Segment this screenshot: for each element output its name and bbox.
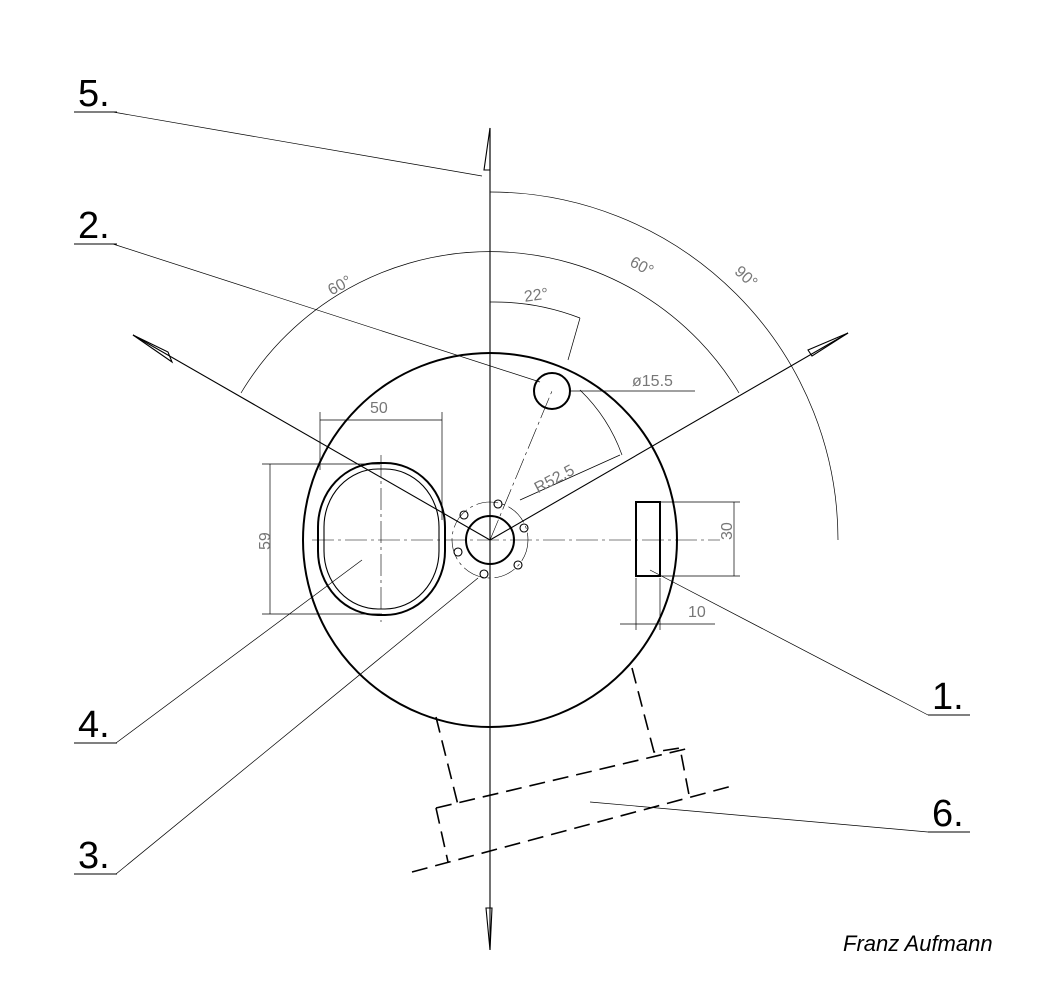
hidden-mount-base-bottom bbox=[411, 785, 733, 873]
left-sector-marker bbox=[132, 334, 174, 364]
leader-4 bbox=[115, 559, 363, 744]
bolt-hole-1 bbox=[459, 510, 469, 520]
hidden-mount-base-top bbox=[435, 747, 691, 809]
dim-height-30: 30 bbox=[719, 522, 736, 540]
leader-3 bbox=[115, 577, 479, 875]
dim-radius: R52.5 bbox=[532, 462, 578, 497]
callout-5: 5. bbox=[78, 73, 110, 115]
right-sector-marker bbox=[807, 332, 849, 357]
bolt-hole-6 bbox=[453, 547, 463, 557]
small-hole bbox=[533, 372, 571, 410]
dim-angle-22: 22° bbox=[523, 286, 549, 306]
dim-width-10: 10 bbox=[688, 604, 706, 621]
hidden-mount-upper-right bbox=[631, 667, 691, 801]
dim-width-50: 50 bbox=[370, 400, 388, 417]
oval-hatch-inner bbox=[323, 468, 440, 610]
dim-height-59: 59 bbox=[257, 532, 274, 550]
hidden-mount-upper bbox=[435, 716, 459, 806]
right-sector-line bbox=[489, 332, 849, 541]
arc-22 bbox=[489, 301, 581, 319]
bottom-arrow-marker bbox=[485, 907, 493, 951]
arc-90 bbox=[489, 191, 839, 541]
dim-angle-right-60: 60° bbox=[627, 254, 656, 280]
leader-2 bbox=[112, 243, 541, 383]
central-hub bbox=[465, 515, 515, 565]
radial-centerline bbox=[489, 390, 553, 541]
arc-22-extension bbox=[567, 317, 581, 361]
sector-arc-60 bbox=[240, 251, 740, 394]
callout-3: 3. bbox=[78, 835, 110, 877]
bolt-circle bbox=[451, 501, 529, 579]
callout-6: 6. bbox=[932, 793, 964, 835]
radius-leader bbox=[519, 454, 621, 501]
oval-hatch-outer bbox=[317, 462, 446, 616]
dim-angle-90: 90° bbox=[731, 263, 760, 292]
leader-6 bbox=[589, 801, 929, 833]
dim-angle-left-60: 60° bbox=[325, 273, 354, 299]
radius-arc bbox=[579, 389, 623, 456]
bolt-hole-3 bbox=[519, 523, 529, 533]
bolt-hole-5 bbox=[479, 569, 489, 579]
callout-4: 4. bbox=[78, 704, 110, 746]
main-circle bbox=[302, 352, 678, 728]
bolt-hole-4 bbox=[513, 560, 523, 570]
leader-1 bbox=[649, 569, 929, 716]
hidden-mount-base-left bbox=[435, 807, 449, 863]
dim-diameter: ø15.5 bbox=[632, 373, 673, 390]
leader-5 bbox=[112, 111, 483, 177]
callout-2: 2. bbox=[78, 205, 110, 247]
author-signature: Franz Aufmann bbox=[843, 931, 993, 956]
rect-port bbox=[635, 501, 661, 577]
bolt-hole-2 bbox=[493, 499, 503, 509]
top-arrow-marker bbox=[483, 127, 491, 171]
callout-1: 1. bbox=[932, 676, 964, 718]
left-sector-line bbox=[132, 334, 491, 541]
